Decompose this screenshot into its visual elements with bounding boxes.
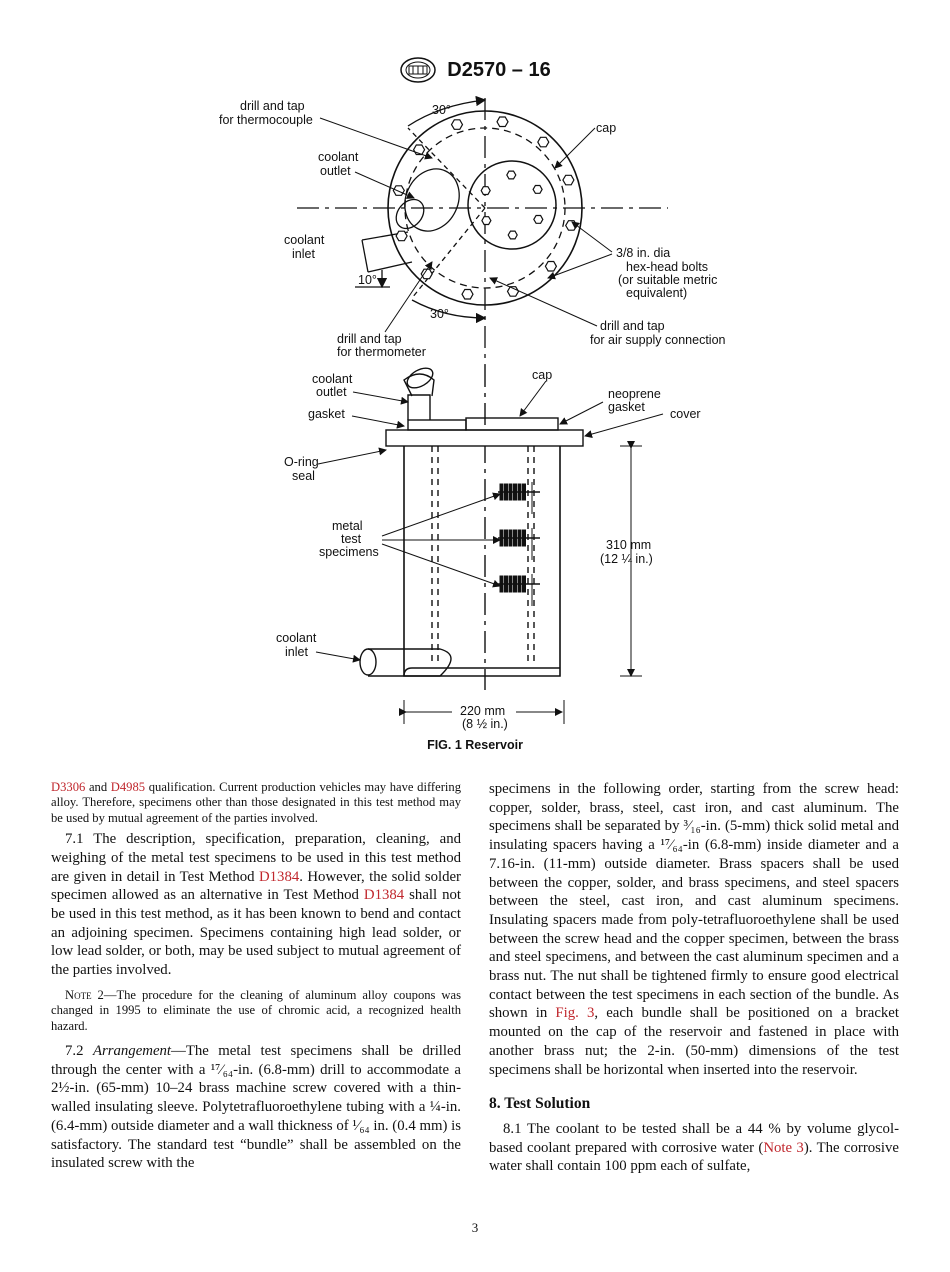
paragraph-8-1: 8.1 The coolant to be tested shall be a … (489, 1120, 899, 1175)
label-angle-top: 30° (432, 103, 451, 117)
label-specimens-3: specimens (319, 545, 379, 559)
label-cap-side: cap (532, 368, 552, 382)
bolt-icon (544, 260, 558, 272)
label-coolant-inlet-side-1: coolant (276, 631, 317, 645)
label-drill-air-1: drill and tap (600, 319, 665, 333)
astm-logo-icon (400, 57, 437, 83)
label-bolts-2: hex-head bolts (626, 260, 708, 274)
paragraph-continued: D3306 and D4985 qualification. Current p… (51, 780, 461, 825)
figure-caption: FIG. 1 Reservoir (427, 738, 523, 752)
bolt-icon (461, 288, 474, 300)
bolt-icon (533, 214, 544, 224)
label-specimens-1: metal (332, 519, 363, 533)
label-drill-thermocouple-2: for thermocouple (219, 113, 313, 127)
ref-d4985-link[interactable]: D4985 (110, 780, 146, 794)
left-column: D3306 and D4985 qualification. Current p… (51, 780, 461, 1173)
label-cap-top: cap (596, 121, 616, 135)
ref-d1384-link-1[interactable]: D1384 (258, 868, 300, 885)
right-column: specimens in the following order, starti… (489, 780, 899, 1176)
bolt-icon (562, 174, 575, 186)
label-specimens-2: test (341, 532, 362, 546)
ref-d3306-link[interactable]: D3306 (51, 780, 86, 794)
label-width-2: (8 ½ in.) (462, 717, 508, 731)
bolt-icon (565, 220, 578, 231)
page-number: 3 (471, 1220, 479, 1235)
label-angle-small: 10° (358, 273, 377, 287)
label-drill-thermocouple-1: drill and tap (240, 99, 305, 113)
paragraph-7-2-continued: specimens in the following order, starti… (489, 781, 899, 1078)
bolt-icon (506, 170, 517, 180)
bolt-icon (481, 216, 492, 226)
label-coolant-inlet-top-1: coolant (284, 233, 325, 247)
label-bolts-4: equivalent) (626, 286, 687, 300)
bolt-icon (537, 136, 550, 148)
label-neoprene-2: gasket (608, 400, 645, 414)
ref-fig3-link[interactable]: Fig. 3 (555, 1005, 595, 1022)
paragraph-7-2: 7.2 Arrangement—The metal test specimens… (51, 1043, 461, 1172)
side-view-drawing (359, 365, 584, 690)
bolt-icon (507, 230, 518, 240)
label-angle-bottom: 30° (430, 307, 449, 321)
label-height-1: 310 mm (606, 538, 651, 552)
label-cover: cover (670, 407, 701, 421)
paragraph-7-1: 7.1 The description, specification, prep… (51, 831, 461, 979)
label-height-2: (12 ¼ in.) (600, 552, 653, 566)
specimen-bundle-icon (498, 482, 540, 514)
label-coolant-outlet-top-2: outlet (320, 164, 351, 178)
label-coolant-outlet-side-2: outlet (316, 385, 347, 399)
section-8-heading: 8. Test Solution (489, 1095, 591, 1113)
label-oring-1: O-ring (284, 455, 319, 469)
label-coolant-inlet-top-2: inlet (292, 247, 315, 261)
bolt-icon (532, 184, 543, 194)
label-coolant-inlet-side-2: inlet (285, 645, 308, 659)
label-width-1: 220 mm (460, 704, 505, 718)
bolt-icon (395, 230, 408, 242)
label-coolant-outlet-top-1: coolant (318, 150, 359, 164)
label-gasket: gasket (308, 407, 345, 421)
label-drill-air-2: for air supply connection (590, 333, 726, 347)
label-drill-thermometer-2: for thermometer (337, 345, 426, 359)
label-coolant-outlet-side-1: coolant (312, 372, 353, 386)
note-2: Note 2—The procedure for the cleaning of… (51, 987, 461, 1033)
top-view-drawing (297, 95, 668, 365)
test-specimen-bundles (498, 482, 540, 606)
reservoir-figure: drill and tap for thermocouple 30° cap c… (219, 95, 726, 731)
label-oring-2: seal (292, 469, 315, 483)
bolt-icon (496, 116, 509, 128)
label-drill-thermometer-1: drill and tap (337, 332, 402, 346)
ref-note3-link[interactable]: Note 3 (763, 1139, 804, 1156)
document-id: D2570 – 16 (447, 58, 551, 81)
ref-d1384-link-2[interactable]: D1384 (363, 887, 405, 904)
bolt-icon (480, 186, 491, 196)
specimen-bundle-icon (498, 528, 540, 560)
label-bolts-1: 3/8 in. dia (616, 246, 670, 260)
bolt-icon (450, 119, 464, 130)
page-header: D2570 – 16 (0, 56, 950, 84)
label-neoprene-1: neoprene (608, 387, 661, 401)
label-bolts-3: (or suitable metric (618, 273, 717, 287)
specimen-bundle-icon (498, 574, 540, 606)
bolt-icon (392, 185, 405, 196)
